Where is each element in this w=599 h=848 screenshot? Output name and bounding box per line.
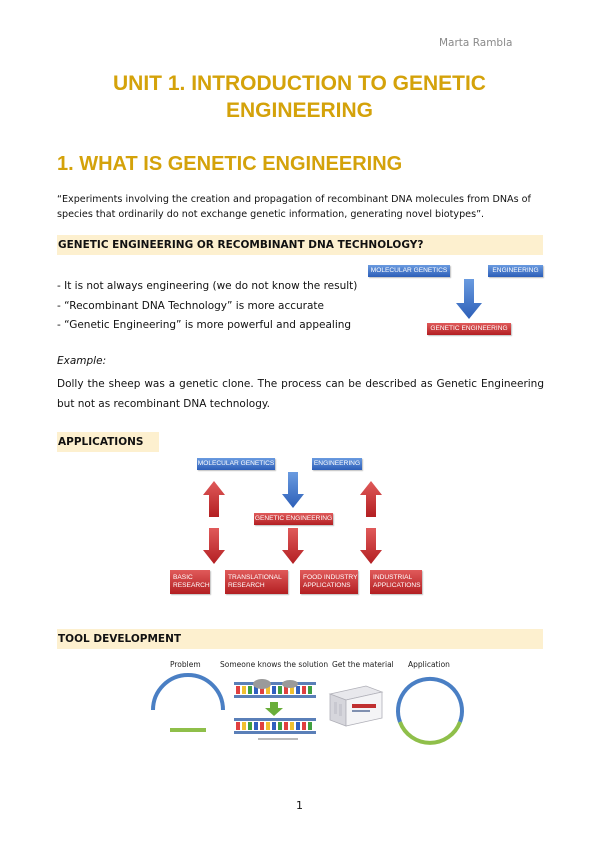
list-item: - “Recombinant DNA Technology” is more a… <box>57 299 325 312</box>
tool-label-problem: Problem <box>170 660 201 669</box>
unit-title-line2: ENGINEERING <box>225 99 374 122</box>
engineering-box: ENGINEERING <box>312 458 362 470</box>
arrow-down-icon <box>203 528 225 564</box>
arrow-down-icon <box>360 528 382 564</box>
genetic-engineering-box: GENETIC ENGINEERING <box>254 513 333 525</box>
molecular-genetics-box: MOLECULAR GENETICS <box>368 265 450 277</box>
author-name: Marta Rambla <box>439 37 513 49</box>
page-number: 1 <box>296 799 303 812</box>
example-label: Example: <box>57 355 107 367</box>
tool-label-material: Get the material <box>332 660 394 669</box>
definition-quote: “Experiments involving the creation and … <box>57 194 531 220</box>
arrow-up-icon <box>360 481 382 517</box>
unit-title: UNIT 1. INTRODUCTION TO GENETIC ENGINEER… <box>0 70 599 124</box>
bullet-list: - It is not always engineering (we do no… <box>57 277 357 336</box>
list-item: - “Genetic Engineering” is more powerful… <box>57 319 352 331</box>
problem-arc-icon <box>151 673 225 732</box>
tool-label-application: Application <box>408 660 450 669</box>
molecular-genetics-box: MOLECULAR GENETICS <box>197 458 275 470</box>
kit-box-icon <box>328 685 384 727</box>
basic-research-box: BASIC RESEARCH <box>170 570 210 594</box>
dna-strands-icon <box>234 679 316 740</box>
list-item: - It is not always engineering (we do no… <box>57 280 358 292</box>
food-industry-box: FOOD INDUSTRY APPLICATIONS <box>300 570 358 594</box>
tool-label-solution: Someone knows the solution <box>220 660 329 669</box>
subsection-heading-tools: TOOL DEVELOPMENT <box>57 629 543 649</box>
example-text: Dolly the sheep was a genetic clone. The… <box>57 378 544 410</box>
arrow-down-icon <box>282 472 304 508</box>
subsection-heading-applications: APPLICATIONS <box>57 432 159 452</box>
industrial-applications-box: INDUSTRIAL APPLICATIONS <box>370 570 422 594</box>
arrow-down-icon <box>456 279 482 319</box>
subsection-heading-ge: GENETIC ENGINEERING OR RECOMBINANT DNA T… <box>57 235 543 255</box>
arrow-down-icon <box>282 528 304 564</box>
unit-title-line1: UNIT 1. INTRODUCTION TO GENETIC <box>113 72 486 95</box>
arrow-up-icon <box>203 481 225 517</box>
engineering-box: ENGINEERING <box>488 265 543 277</box>
translational-research-box: TRANSLATIONAL RESEARCH <box>225 570 288 594</box>
genetic-engineering-box: GENETIC ENGINEERING <box>427 323 511 335</box>
application-circle-icon <box>396 676 464 745</box>
section-heading: 1. WHAT IS GENETIC ENGINEERING <box>57 153 403 175</box>
